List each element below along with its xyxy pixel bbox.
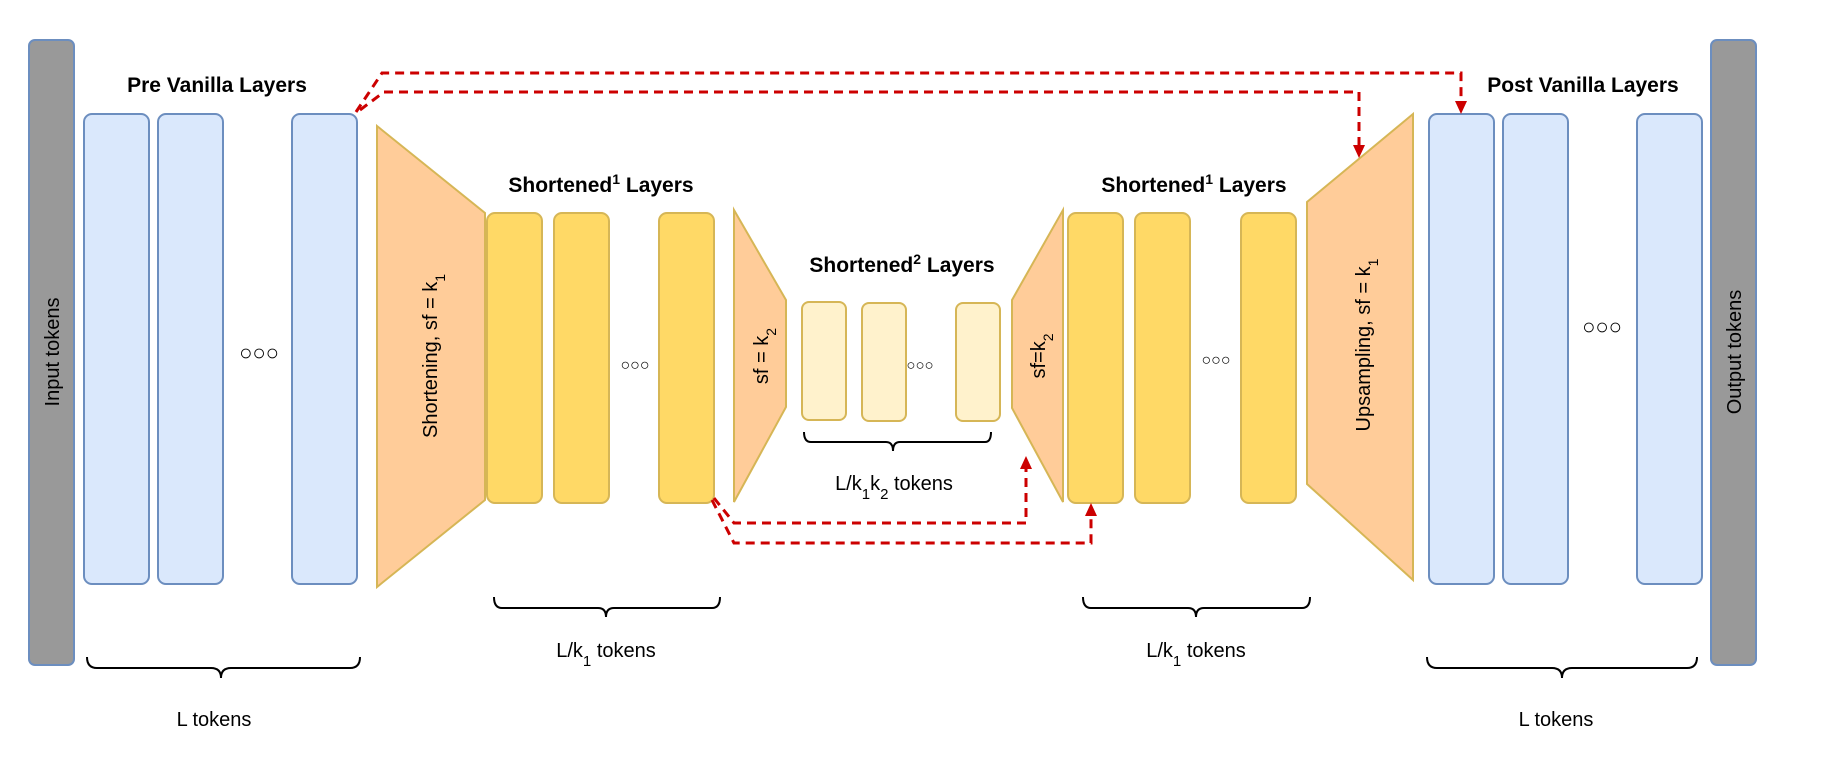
- pre-vanilla-token-label: L tokens: [177, 709, 252, 731]
- post-vanilla-brace: [1426, 656, 1698, 679]
- output-tokens-label: Output tokens: [1724, 290, 1746, 415]
- shortened2-title: Shortened2 Layers: [809, 251, 994, 277]
- shortening-k2-label: sf = k2: [751, 328, 779, 384]
- skip-arrow-pre-to-post: [354, 71, 1463, 113]
- pre-vanilla-brace: [86, 656, 361, 679]
- arrowhead-up-icon: [1020, 456, 1032, 469]
- input-tokens-bar: Input tokens: [28, 39, 75, 666]
- post-vanilla-layers: Post Vanilla Layers ○○○ L tokens: [1426, 74, 1703, 731]
- shortened1-right-brace: [1082, 596, 1311, 618]
- output-tokens-bar: Output tokens: [1710, 39, 1757, 666]
- shortened1-right-first-layer: [1067, 212, 1124, 504]
- shortening-k1-label: Shortening, sf = k1: [420, 274, 448, 438]
- shortened1-right-title: Shortened1 Layers: [1101, 171, 1286, 197]
- post-vanilla-ellipsis: ○○○: [1582, 314, 1622, 339]
- shortened1-left-brace: [493, 596, 721, 618]
- skip-arrow-pre-to-upsample-k1: [359, 90, 1361, 146]
- pre-vanilla-layer: [157, 113, 224, 585]
- shortened1-left-last-layer: [658, 212, 715, 504]
- arrowhead-down-icon: [1455, 101, 1467, 114]
- shortened1-right-ellipsis: ○○○: [1202, 352, 1231, 369]
- arrowhead-down-icon: [1353, 145, 1365, 158]
- upsampling-k2: sf=k2: [1011, 206, 1064, 503]
- post-vanilla-layer: [1636, 113, 1703, 585]
- shortened1-left-layers: Shortened1 Layers ○○○ L/k1 tokens: [486, 171, 721, 670]
- skip-arrowheads: [1020, 101, 1467, 516]
- upsampling-k1-label: Upsampling, sf = k1: [1353, 258, 1381, 431]
- shortened2-layer: [955, 302, 1001, 422]
- pre-vanilla-last-layer: [291, 113, 358, 585]
- shortened1-left-title: Shortened1 Layers: [508, 171, 693, 197]
- pre-vanilla-ellipsis: ○○○: [239, 340, 279, 365]
- shortened1-right-layers: Shortened1 Layers ○○○ L/k1 tokens: [1067, 171, 1311, 670]
- pre-vanilla-layers: Pre Vanilla Layers ○○○ L tokens: [83, 74, 361, 731]
- skip-arrow-short1-to-short1-right: [710, 499, 1093, 545]
- shortened1-left-token-label: L/k1 tokens: [556, 640, 656, 670]
- shortened1-layer: [486, 212, 543, 504]
- shortened2-layer: [801, 301, 847, 421]
- post-vanilla-first-layer: [1428, 113, 1495, 585]
- skip-arrow-short1-to-upsample-k2: [712, 468, 1028, 525]
- shortening-k2: sf = k2: [733, 206, 787, 503]
- pre-vanilla-title: Pre Vanilla Layers: [127, 74, 307, 97]
- shortened2-layers: Shortened2 Layers ○○○ L/k1k2 tokens: [801, 251, 1001, 503]
- shortened2-brace: [803, 431, 992, 452]
- upsampling-k1: Upsampling, sf = k1: [1306, 111, 1414, 583]
- shortened2-layer: [861, 302, 907, 422]
- post-vanilla-token-label: L tokens: [1519, 709, 1594, 731]
- shortened2-ellipsis: ○○○: [906, 357, 933, 374]
- skip-connections: [354, 71, 1463, 545]
- shortened1-right-token-label: L/k1 tokens: [1146, 640, 1246, 670]
- shortening-k1: Shortening, sf = k1: [376, 123, 486, 590]
- shortened2-token-label: L/k1k2 tokens: [835, 473, 953, 503]
- shortened1-layer: [1134, 212, 1191, 504]
- post-vanilla-layer: [1502, 113, 1569, 585]
- post-vanilla-title: Post Vanilla Layers: [1487, 74, 1678, 97]
- shortened1-layer: [1240, 212, 1297, 504]
- pre-vanilla-layer: [83, 113, 150, 585]
- shortened1-layer: [553, 212, 610, 504]
- upsampling-k2-label: sf=k2: [1028, 333, 1056, 378]
- input-tokens-label: Input tokens: [42, 298, 64, 407]
- shortened1-left-ellipsis: ○○○: [621, 357, 650, 374]
- arrowhead-up-icon: [1085, 503, 1097, 516]
